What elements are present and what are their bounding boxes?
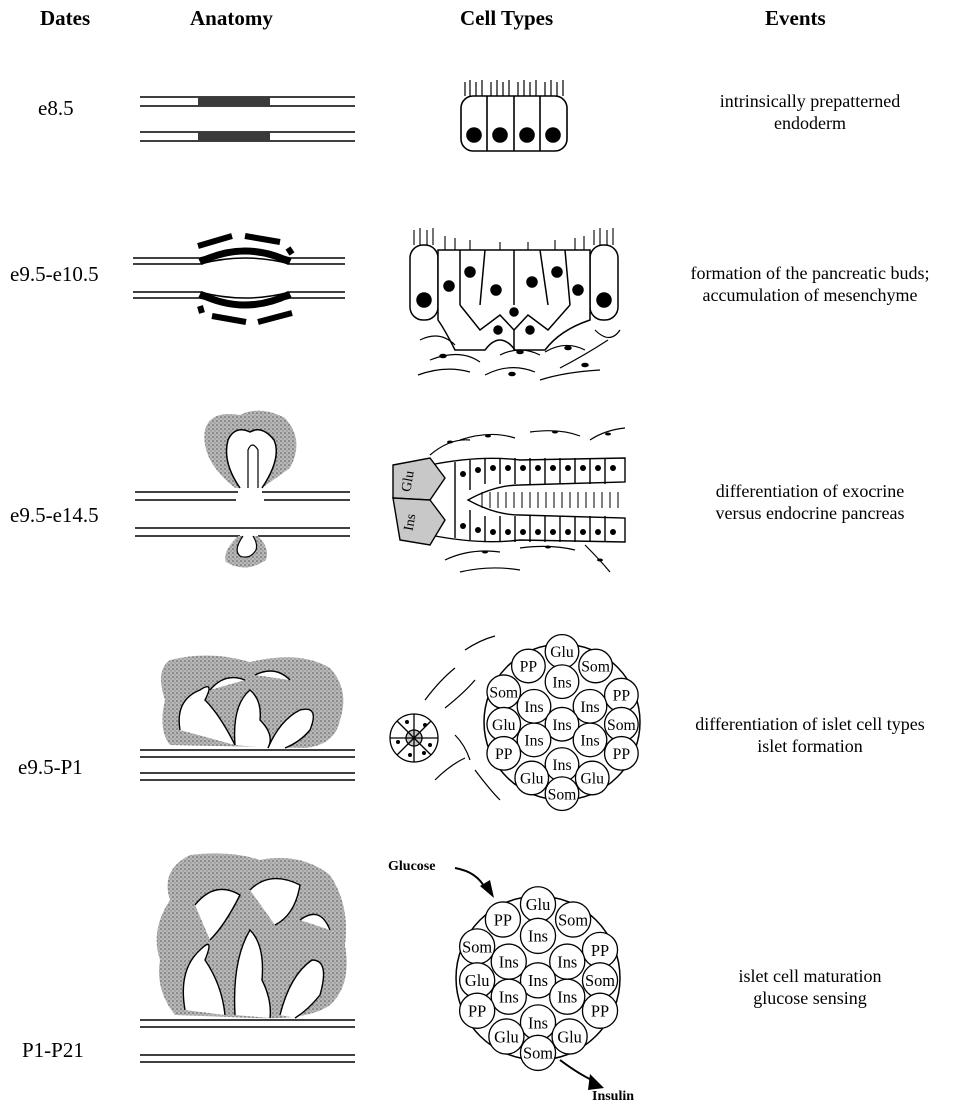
islet-p1-p21-cell-label-glu: Glu	[557, 1027, 582, 1046]
islet-p1-p21-cell-label-glu: Glu	[526, 895, 551, 914]
label-ins-e14: Ins	[402, 513, 420, 532]
anatomy-e9-5-p1	[140, 655, 355, 780]
islet-e9-5-p1-cell-label-ins: Ins	[580, 733, 599, 750]
islet-p1-p21-cell-label-som: Som	[523, 1044, 553, 1063]
islet-p1-p21-cell-label-pp: PP	[591, 1002, 609, 1021]
glucose-arrow	[455, 868, 494, 898]
islet-e9-5-p1-cell-label-ins: Ins	[524, 733, 543, 750]
islet-e9-5-p1-cell-label-ins: Ins	[552, 717, 571, 734]
islet-e9-5-p1-cell-label-glu: Glu	[520, 771, 544, 788]
anatomy-e8-5	[140, 97, 355, 141]
islet-p1-p21-cell-label-ins: Ins	[499, 988, 519, 1007]
glucose-label: Glucose	[388, 859, 435, 874]
islet-e9-5-p1-cell-label-glu: Glu	[492, 717, 516, 734]
islet-e9-5-p1-cell-label-ins: Ins	[580, 699, 599, 716]
islet-p1-p21-cell-label-ins: Ins	[557, 988, 577, 1007]
islet-e9-5-p1-cell-label-ins: Ins	[552, 757, 571, 774]
cells-e9-5-e10-5	[410, 228, 620, 380]
islet-p1-p21-cell-label-pp: PP	[494, 910, 512, 929]
islet-p1-p21-cell-label-ins: Ins	[528, 1013, 548, 1032]
islet-e9-5-p1-cell-label-ins: Ins	[552, 674, 571, 691]
islet-p1-p21-cell-label-ins: Ins	[499, 952, 519, 971]
islet-p1-p21-cell-label-glu: Glu	[465, 971, 490, 990]
islet-e9-5-p1-cell-label-glu: Glu	[550, 644, 574, 661]
anatomy-p1-p21	[140, 853, 355, 1062]
cells-e9-5-e14-5	[393, 428, 625, 572]
islet-e9-5-p1-cell-label-glu: Glu	[580, 771, 604, 788]
islet-e9-5-p1-cell-label-pp: PP	[520, 659, 538, 676]
islet-e9-5-p1-cell-label-ins: Ins	[524, 699, 543, 716]
islet-p1-p21-cell-label-pp: PP	[468, 1002, 486, 1021]
anatomy-e9-5-e10-5	[133, 236, 345, 322]
islet-e9-5-p1-cell-label-som: Som	[581, 659, 610, 676]
islet-e9-5-p1-cell-label-som: Som	[489, 684, 518, 701]
islet-e9-5-p1-cell-label-som: Som	[607, 717, 636, 734]
islet-p1-p21-cell-label-glu: Glu	[494, 1027, 519, 1046]
insulin-arrow	[560, 1060, 604, 1090]
islet-p1-p21-cell-label-som: Som	[585, 971, 615, 990]
anatomy-e9-5-e14-5	[135, 411, 350, 568]
islet-e9-5-p1-cell-label-pp: PP	[613, 746, 631, 763]
islet-p1-p21-cell-label-pp: PP	[591, 941, 609, 960]
islet-p1-p21-cell-label-ins: Ins	[528, 971, 548, 990]
islet-p1-p21-cell-label-ins: Ins	[557, 952, 577, 971]
islet-e9-5-p1-cell-label-pp: PP	[495, 746, 513, 763]
islet-e9-5-p1-cell-label-pp: PP	[613, 688, 631, 705]
cells-e8-5	[461, 80, 567, 151]
insulin-label: Insulin	[592, 1089, 634, 1104]
islet-e9-5-p1-cell-label-som: Som	[548, 786, 577, 803]
islet-p1-p21-cell-label-ins: Ins	[528, 927, 548, 946]
islet-p1-p21-cell-label-som: Som	[558, 910, 588, 929]
islet-p1-p21-cell-label-som: Som	[462, 937, 492, 956]
